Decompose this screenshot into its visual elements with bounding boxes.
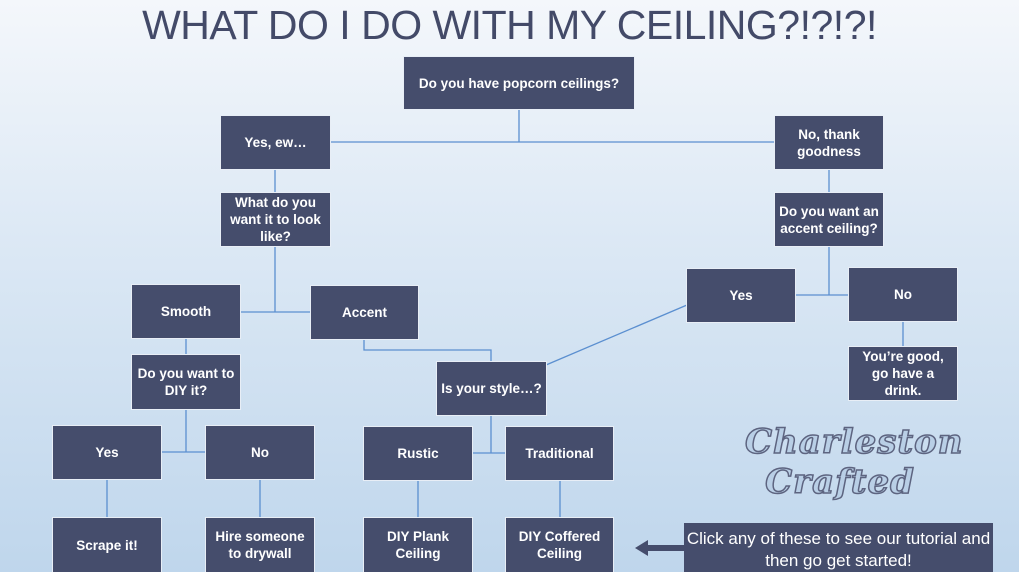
cta-banner: Click any of these to see our tutorial a… bbox=[684, 523, 993, 572]
node-youre-good: You’re good, go have a drink. bbox=[849, 347, 957, 400]
node-what-look: What do you want it to look like? bbox=[221, 193, 330, 246]
link-scrape-it[interactable]: Scrape it! bbox=[53, 518, 161, 572]
node-rustic: Rustic bbox=[364, 427, 472, 480]
connector bbox=[161, 409, 206, 453]
link-hire-drywall[interactable]: Hire someone to drywall bbox=[206, 518, 314, 572]
arrow-left-icon bbox=[635, 540, 685, 556]
logo-line2: Crafted bbox=[764, 461, 915, 503]
connector bbox=[795, 246, 849, 296]
connector bbox=[363, 339, 492, 362]
node-traditional: Traditional bbox=[506, 427, 613, 480]
node-accent-no: No bbox=[849, 268, 957, 321]
link-diy-coffered-ceiling[interactable]: DIY Coffered Ceiling bbox=[506, 518, 613, 572]
node-style-question: Is your style…? bbox=[437, 362, 546, 415]
node-smooth: Smooth bbox=[132, 285, 240, 338]
link-diy-plank-ceiling[interactable]: DIY Plank Ceiling bbox=[364, 518, 472, 572]
node-accent-question: Do you want an accent ceiling? bbox=[775, 193, 883, 246]
node-popcorn-question: Do you have popcorn ceilings? bbox=[404, 57, 634, 109]
connector bbox=[106, 479, 561, 518]
node-accent: Accent bbox=[311, 286, 418, 339]
node-no-thank-goodness: No, thank goodness bbox=[775, 116, 883, 169]
node-diy-question: Do you want to DIY it? bbox=[132, 355, 240, 409]
connector bbox=[240, 246, 311, 313]
charleston-crafted-logo: Charleston Crafted bbox=[744, 421, 964, 503]
logo-line1: Charleston bbox=[744, 421, 964, 463]
node-yes-ew: Yes, ew… bbox=[221, 116, 330, 169]
node-diy-yes: Yes bbox=[53, 426, 161, 479]
node-accent-yes: Yes bbox=[687, 269, 795, 322]
connector bbox=[545, 304, 688, 366]
node-diy-no: No bbox=[206, 426, 314, 479]
page-title: WHAT DO I DO WITH MY CEILING?!?!?! bbox=[142, 2, 877, 48]
connector bbox=[330, 109, 775, 143]
connector bbox=[472, 415, 506, 454]
